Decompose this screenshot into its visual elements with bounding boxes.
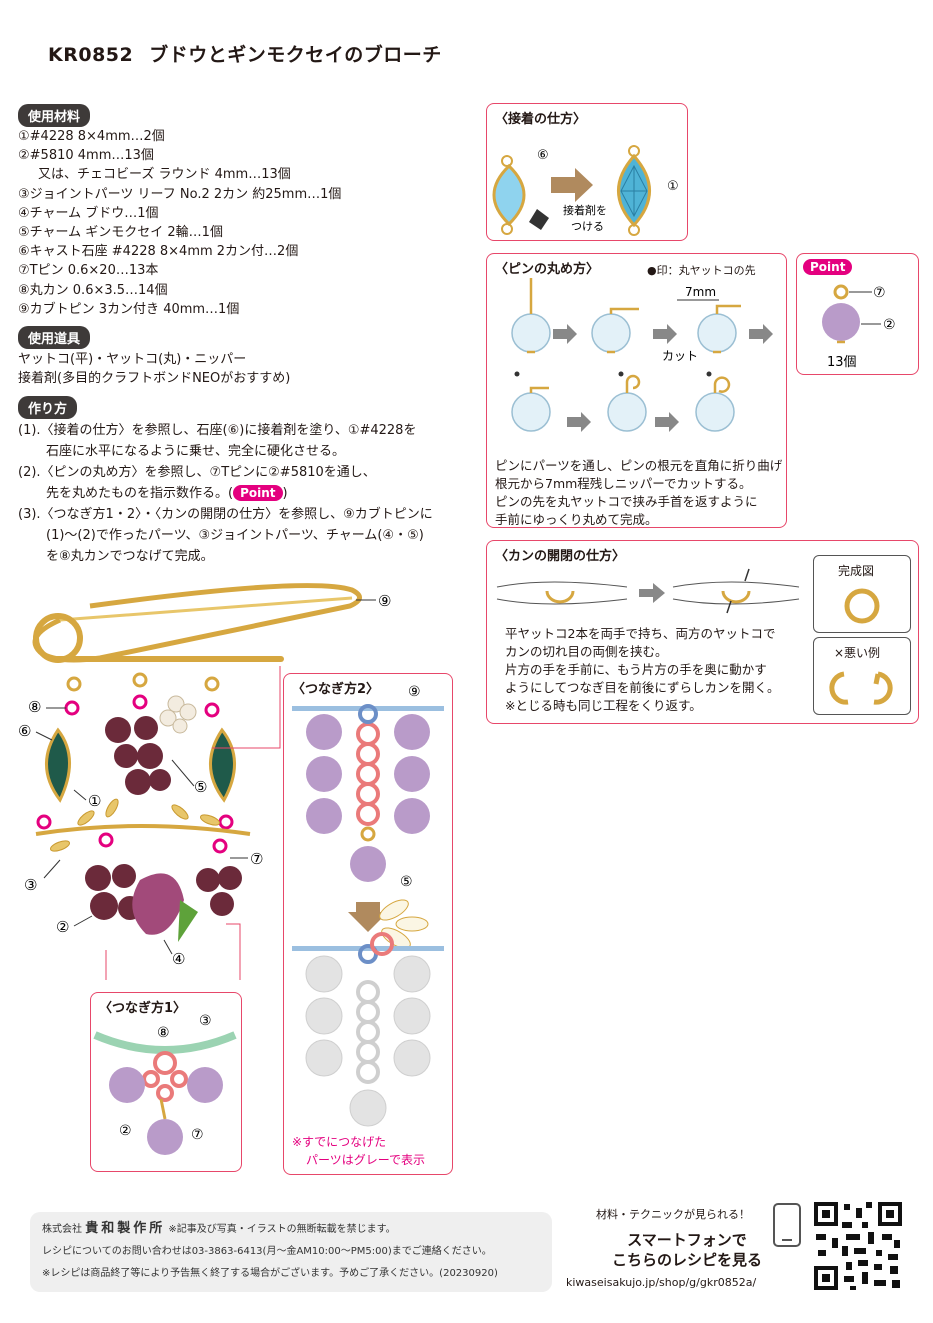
point-count: 13個 — [827, 355, 857, 370]
ring-bad-icon — [829, 671, 893, 705]
steps-label: 作り方 — [18, 396, 78, 419]
ring-bad-panel: ×悪い例 — [813, 637, 911, 715]
material-item: ②#5810 4mm…13個 — [18, 148, 154, 164]
ring-done-label: 完成図 — [838, 564, 875, 578]
join2-note-1: ※すでにつなげた — [292, 1135, 386, 1149]
pin-legend: ●印：丸ヤットコの先 — [647, 264, 756, 277]
step-2: (2).〈ピンの丸め方〉を参照し、⑦Tピンに②#5810を通し、 — [18, 465, 376, 480]
join2-diagram: ⑨ ⑤ ※すでにつなげた — [292, 684, 444, 1167]
glue-box: 〈接着の仕方〉 ⑥ ① 接着剤を つける — [486, 103, 688, 241]
footer-contact: レシピについてのお問い合わせは03-3863-6413(月〜金AM10:00〜P… — [42, 1246, 492, 1257]
ring-done-panel: 完成図 — [813, 555, 911, 633]
glue-box-title: 〈接着の仕方〉 — [495, 112, 587, 127]
pin-box: 〈ピンの丸め方〉 ●印：丸ヤットコの先 7mm カット ピンにパーツを通し、ピン… — [486, 253, 787, 528]
brooch-label-4: ④ — [172, 950, 185, 968]
brooch-label-3: ③ — [24, 876, 37, 894]
footer: 株式会社 貴和製作所 ※記事及び写真・イラストの無断転載を禁じます。 レシピにつ… — [30, 1212, 552, 1292]
material-item: ⑥キャスト石座 #4228 8×4mm 2カン付…2個 — [18, 244, 299, 260]
glue-label-6: ⑥ — [537, 148, 549, 163]
ring-diagram — [496, 568, 800, 614]
join1-box: 〈つなぎ方1〉 ⑧ ③ ② ⑦ — [90, 992, 242, 1172]
join1-label-2: ② — [119, 1123, 132, 1139]
ring-bad-label: ×悪い例 — [834, 646, 881, 660]
pin-text: ピンにパーツを通し、ピンの根元を直角に折り曲げ 根元から7mm程残しニッパーでカ… — [495, 458, 783, 527]
qr-url[interactable]: kiwaseisakujo.jp/shop/g/gkr0852a/ — [566, 1276, 757, 1289]
brooch-label-6: ⑥ — [18, 722, 31, 740]
material-item: ①#4228 8×4mm…2個 — [18, 129, 165, 144]
materials-label: 使用材料 — [18, 104, 91, 127]
ring-done-icon — [844, 588, 880, 624]
materials-list: ①#4228 8×4mm…2個 ②#5810 4mm…13個 又は、チェコビーズ… — [18, 127, 341, 319]
material-item: ⑤チャーム ギンモクセイ 2輪…1個 — [18, 225, 223, 241]
brooch-label-2: ② — [56, 918, 69, 936]
join2-label-9: ⑨ — [408, 684, 421, 700]
brooch-illustration: ⑨ ⑧ ⑥ ① ⑤ ⑦ ③ ② ④ — [18, 583, 391, 980]
product-name: ブドウとギンモクセイのブローチ — [149, 44, 442, 66]
point-box-badge: Point — [803, 259, 853, 275]
tool-line: ヤットコ(平)・ヤットコ(丸)・ニッパー — [18, 352, 247, 367]
material-item: ③ジョイントパーツ リーフ No.2 2カン 約25mm…1個 — [18, 186, 342, 202]
tool-line: 接着剤(多目的クラフトボンドNEOがおすすめ) — [18, 371, 291, 386]
material-item: ⑧丸カン 0.6×3.5…14個 — [18, 282, 168, 298]
step-3-cont2: を⑧丸カンでつなげて完成。 — [46, 549, 214, 564]
point-box: Point ⑦ ② 13個 — [796, 253, 919, 375]
brooch-label-9: ⑨ — [378, 592, 391, 610]
steps-list: (1).〈接着の仕方〉を参照し、石座(⑥)に接着剤を塗り、①#4228を 石座に… — [18, 420, 473, 567]
tools-list: ヤットコ(平)・ヤットコ(丸)・ニッパー 接着剤(多目的クラフトボンドNEOがお… — [18, 350, 290, 388]
ring-text: 平ヤットコ2本を両手で持ち、両方のヤットコで カンの切れ目の両側を挟む。 片方の… — [505, 626, 780, 713]
page-title: KR0852 ブドウとギンモクセイのブローチ — [48, 40, 458, 67]
join1-diagram: ⑧ ③ ② ⑦ — [93, 1013, 237, 1155]
step-3: (3).〈つなぎ方1・2〉・〈カンの開閉の仕方〉を参照し、⑨カブトピンに — [18, 507, 433, 522]
brooch-label-5: ⑤ — [194, 778, 207, 796]
smartphone-icon — [773, 1203, 801, 1247]
brand-logo: 貴和製作所 — [85, 1221, 166, 1236]
pin-diagram: 7mm カット — [511, 278, 773, 432]
step-1-cont: 石座に水平になるように乗せ、完全に硬化させる。 — [46, 444, 346, 459]
join1-title: 〈つなぎ方1〉 — [99, 1001, 187, 1016]
pin-size: 7mm — [685, 285, 716, 299]
ring-box: 〈カンの開閉の仕方〉 完成図 ×悪い例 平ヤットコ2本を両手で持ち、両方のヤット… — [486, 540, 919, 724]
product-code: KR0852 — [48, 44, 134, 66]
join2-note-2: パーツはグレーで表示 — [306, 1153, 425, 1167]
material-item: ⑦Tピン 0.6×20…13本 — [18, 263, 159, 279]
glue-note-1: 接着剤を — [563, 203, 607, 217]
join1-label-7: ⑦ — [191, 1127, 204, 1143]
footer-line-1: 株式会社 貴和製作所 ※記事及び写真・イラストの無断転載を禁じます。 — [42, 1221, 396, 1236]
glue-label-1: ① — [667, 179, 679, 194]
material-item: ④チャーム ブドウ…1個 — [18, 205, 159, 221]
glue-diagram: ⑥ ① 接着剤を つける — [492, 145, 679, 236]
step-1: (1).〈接着の仕方〉を参照し、石座(⑥)に接着剤を塗り、①#4228を — [18, 423, 417, 438]
arrow-right-icon — [551, 168, 593, 202]
qr-big-text: スマートフォンで こちらのレシピを見る — [612, 1231, 763, 1269]
brooch-label-1: ① — [88, 792, 101, 810]
kilt-pin — [32, 583, 362, 663]
point-label-7: ⑦ — [873, 285, 886, 301]
step-2-cont: 先を丸めたものを指示数作る。(Point) — [46, 485, 288, 501]
arrow-down-icon — [348, 902, 388, 932]
join2-box: 〈つなぎ方2〉 ⑨ ⑤ — [283, 673, 453, 1175]
join1-label-3: ③ — [199, 1013, 212, 1029]
material-item: ⑨カブトピン 3カン付き 40mm…1個 — [18, 301, 240, 317]
brooch-label-7: ⑦ — [250, 850, 263, 868]
join2-label-5: ⑤ — [400, 874, 413, 890]
join1-label-8: ⑧ — [157, 1025, 170, 1041]
join2-title: 〈つなぎ方2〉 — [292, 682, 380, 697]
tools-label: 使用道具 — [18, 326, 91, 349]
qr-code-icon[interactable] — [812, 1200, 904, 1292]
step-3-cont: (1)〜(2)で作ったパーツ、③ジョイントパーツ、チャーム(④・⑤) — [46, 528, 424, 543]
material-item: 又は、チェコビーズ ラウンド 4mm…13個 — [38, 167, 291, 183]
pin-box-title: 〈ピンの丸め方〉 — [495, 262, 600, 277]
footer-end: ※レシピは商品終了等により予告無く終了する場合がございます。予めご了承ください。… — [42, 1268, 498, 1279]
point-badge: Point — [233, 485, 283, 501]
brooch-label-8: ⑧ — [28, 698, 41, 716]
qr-small-text: 材料・テクニックが見られる！ — [596, 1208, 750, 1221]
point-diagram: ⑦ ② 13個 — [822, 284, 896, 370]
pin-cut: カット — [662, 349, 698, 363]
ring-box-title: 〈カンの開閉の仕方〉 — [495, 549, 626, 564]
glue-note-2: つける — [571, 220, 604, 233]
point-label-2: ② — [883, 317, 896, 333]
